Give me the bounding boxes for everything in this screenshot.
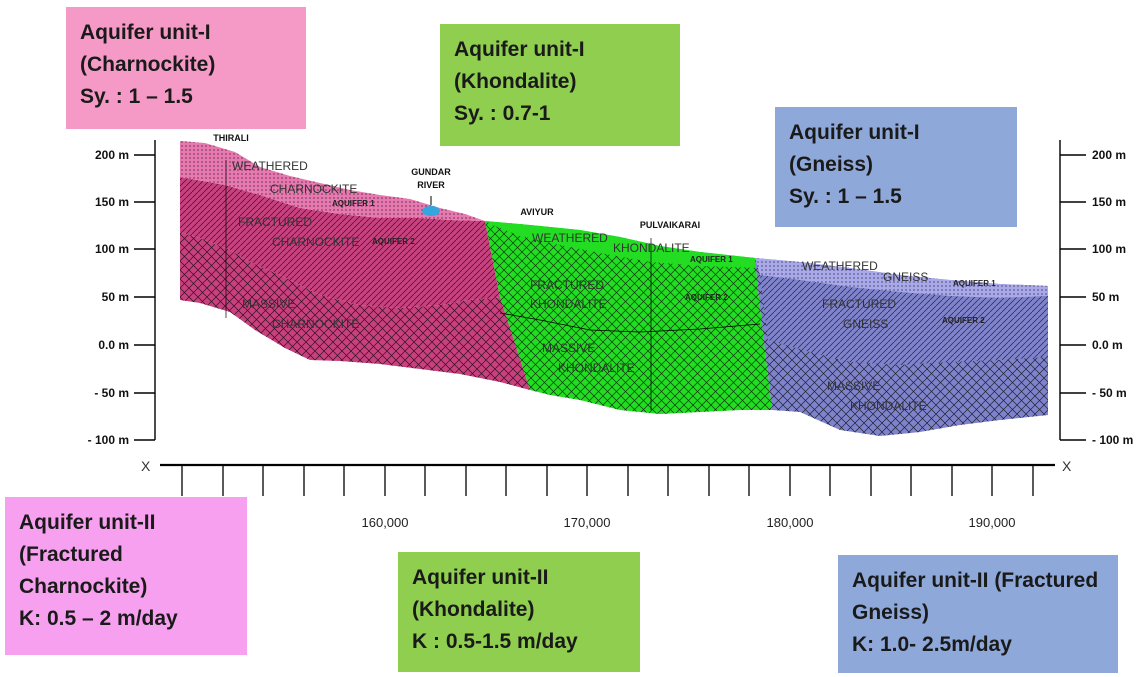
section-end-left: X — [141, 458, 151, 474]
label-charnockite-aquifer-2: AQUIFER 2 — [372, 237, 415, 246]
box-line: Aquifer unit-II (Fractured — [852, 569, 1099, 592]
label-khondalite-aquifer-2: AQUIFER 2 — [685, 293, 728, 302]
box-line: Aquifer unit-II — [19, 511, 156, 534]
box-line: Sy. : 1 – 1.5 — [80, 85, 193, 108]
label-weathered-gneiss-2: GNEISS — [883, 270, 928, 284]
left-tick-100: 100 m — [95, 242, 129, 256]
right-elevation-axis — [1059, 140, 1086, 441]
left-tick-200: 200 m — [95, 148, 129, 162]
place-gundar-river: RIVER — [417, 180, 445, 190]
khondalite-weathered-layer — [485, 221, 758, 268]
right-tick-minus50: - 50 m — [1092, 386, 1127, 400]
label-gneiss-aquifer-1: AQUIFER 1 — [953, 279, 996, 288]
distance-tick-170000: 170,000 — [564, 515, 611, 530]
box-line: (Khondalite) — [454, 70, 577, 93]
left-tick-150: 150 m — [95, 195, 129, 209]
box-line: K : 0.5-1.5 m/day — [412, 630, 578, 653]
box-line: Gneiss) — [852, 601, 930, 624]
label-fractured-charnockite-1: FRACTURED — [238, 215, 312, 229]
label-weathered-charnockite-1: WEATHERED — [232, 159, 308, 173]
label-khondalite-aquifer-1: AQUIFER 1 — [690, 255, 733, 264]
gneiss-block — [755, 258, 1048, 436]
label-massive-khondalite-2: KHONDALITE — [558, 361, 635, 375]
distance-tick-160000: 160,000 — [362, 515, 409, 530]
place-gundar: GUNDAR — [411, 167, 451, 177]
aquifer-unit-i-gneiss-box: Aquifer unit-I (Gneiss) Sy. : 1 – 1.5 — [775, 107, 1017, 227]
label-fractured-gneiss-1: FRACTURED — [822, 297, 896, 311]
distance-tick-190000: 190,000 — [969, 515, 1016, 530]
box-line: (Fractured — [19, 543, 123, 566]
label-fractured-gneiss-2: GNEISS — [843, 317, 888, 331]
box-line: Charnockite) — [19, 575, 148, 598]
right-tick-0: 0.0 m — [1092, 338, 1123, 352]
box-line: Sy. : 1 – 1.5 — [789, 185, 902, 208]
left-tick-0: 0.0 m — [98, 338, 129, 352]
place-thirali: THIRALI — [213, 133, 249, 143]
left-tick-minus50: - 50 m — [94, 386, 129, 400]
label-weathered-khondalite-2: KHONDALITE — [613, 241, 690, 255]
label-fractured-charnockite-2: CHARNOCKITE — [272, 235, 359, 249]
left-tick-minus100: - 100 m — [88, 433, 129, 447]
right-tick-100: 100 m — [1092, 242, 1126, 256]
label-massive-gneiss-1: MASSIVE — [827, 379, 880, 393]
label-weathered-khondalite-1: WEATHERED — [532, 231, 608, 245]
distance-axis — [160, 463, 1055, 496]
section-end-right: X — [1062, 458, 1072, 474]
box-line: Aquifer unit-I — [789, 121, 920, 144]
place-aviyur: AVIYUR — [520, 207, 554, 217]
right-tick-150: 150 m — [1092, 195, 1126, 209]
place-pulvaikarai: PULVAIKARAI — [640, 220, 700, 230]
box-line: (Khondalite) — [412, 598, 535, 621]
label-massive-charnockite-2: CHARNOCKITE — [272, 317, 359, 331]
label-weathered-charnockite-2: CHARNOCKITE — [270, 182, 357, 196]
charnockite-block — [180, 141, 530, 390]
label-charnockite-aquifer-1: AQUIFER 1 — [332, 199, 375, 208]
aquifer-unit-i-khondalite-box: Aquifer unit-I (Khondalite) Sy. : 0.7-1 — [440, 24, 680, 146]
box-line: Aquifer unit-II — [412, 566, 549, 589]
khondalite-block — [485, 221, 772, 414]
right-tick-minus100: - 100 m — [1092, 433, 1133, 447]
box-line: Sy. : 0.7-1 — [454, 102, 551, 125]
box-line: Aquifer unit-I — [454, 38, 585, 61]
box-line: (Gneiss) — [789, 153, 874, 176]
distance-tick-180000: 180,000 — [767, 515, 814, 530]
left-elevation-axis — [134, 140, 156, 441]
left-tick-50: 50 m — [102, 290, 129, 304]
box-line: K: 1.0- 2.5m/day — [852, 633, 1012, 656]
label-massive-khondalite-1: MASSIVE — [542, 341, 595, 355]
aquifer-unit-i-charnockite-box: Aquifer unit-I (Charnockite) Sy. : 1 – 1… — [66, 7, 306, 129]
aquifer-unit-ii-khondalite-box: Aquifer unit-II (Khondalite) K : 0.5-1.5… — [398, 552, 640, 672]
label-weathered-gneiss-1: WEATHERED — [802, 259, 878, 273]
box-line: Aquifer unit-I — [80, 21, 211, 44]
box-line: (Charnockite) — [80, 53, 216, 76]
label-massive-gneiss-2: KHONDALITE — [850, 399, 927, 413]
label-fractured-khondalite-2: KHONDALITE — [530, 297, 607, 311]
label-gneiss-aquifer-2: AQUIFER 2 — [942, 316, 985, 325]
label-massive-charnockite-1: MASSIVE — [242, 297, 295, 311]
box-line: K: 0.5 – 2 m/day — [19, 607, 178, 630]
aquifer-unit-ii-gneiss-box: Aquifer unit-II (Fractured Gneiss) K: 1.… — [838, 555, 1118, 673]
gundar-river — [422, 206, 440, 216]
aquifer-unit-ii-charnockite-box: Aquifer unit-II (Fractured Charnockite) … — [5, 497, 247, 655]
label-fractured-khondalite-1: FRACTURED — [530, 278, 604, 292]
right-tick-200: 200 m — [1092, 148, 1126, 162]
right-tick-50: 50 m — [1092, 290, 1119, 304]
